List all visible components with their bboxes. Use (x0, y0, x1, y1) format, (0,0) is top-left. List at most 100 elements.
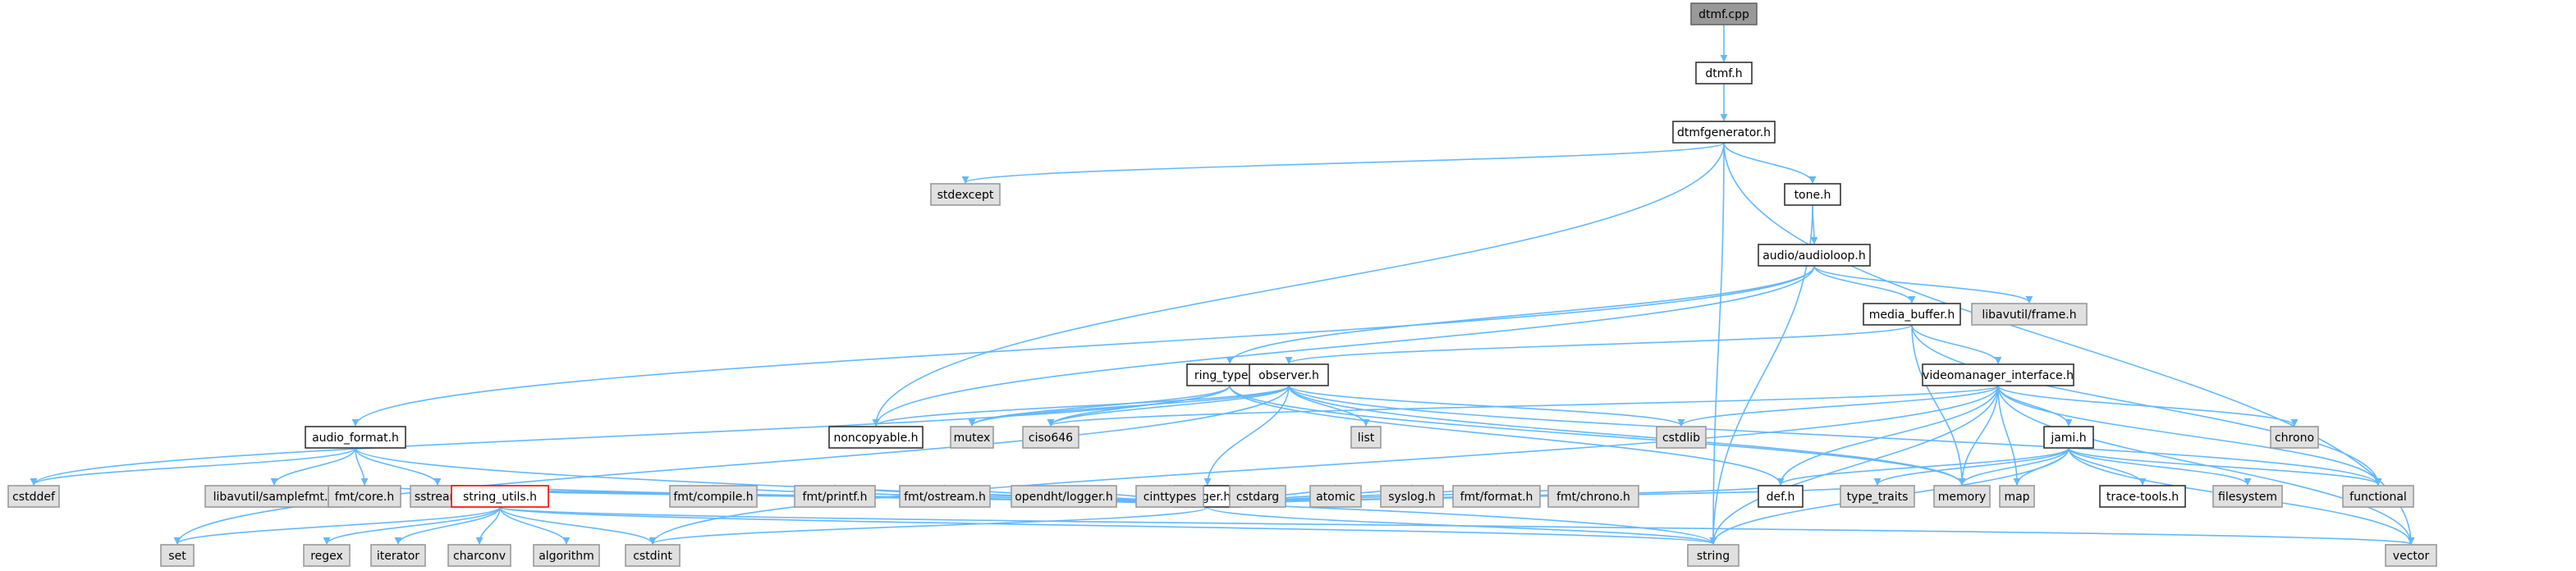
node-label: type_traits (1847, 491, 1909, 504)
node-label: audio_format.h (312, 432, 399, 445)
node-box (303, 544, 351, 567)
edge-observer-h-to-ciso646 (1047, 385, 1290, 427)
node-box (669, 485, 758, 508)
edge-line (1288, 385, 1685, 427)
node-jami-h[interactable]: jami.h (2043, 426, 2094, 449)
edge-line (355, 447, 369, 486)
node-box (1971, 303, 2088, 326)
node-fmt-compile-h: fmt/compile.h (669, 485, 758, 508)
edge-dtmfgenerator-h-to-tone-h (1723, 142, 1817, 184)
node-label: fmt/chrono.h (1556, 491, 1630, 504)
edge-videomanager-interface-h-to-def-h (1776, 385, 1999, 486)
edge-ring-types-h-to-def-h (1229, 385, 1785, 486)
edge-jami-h-to-functional (2068, 447, 2382, 486)
node-label: string (1697, 550, 1730, 563)
node-dtmf-h[interactable]: dtmf.h (1695, 62, 1753, 85)
edge-audioloop-h-to-audio-format-h (351, 265, 1815, 427)
edge-audioloop-h-to-media-buffer-h (1813, 265, 1916, 304)
node-label: fmt/ostream.h (904, 491, 986, 504)
edge-line (2068, 447, 2252, 486)
node-label: list (1358, 432, 1375, 445)
node-box (447, 544, 511, 567)
node-box (533, 544, 600, 567)
node-string-utils-h[interactable]: string_utils.h (451, 485, 549, 508)
node-label: cinttypes (1144, 491, 1197, 504)
edge-line (499, 506, 1717, 545)
node-label: filesystem (2218, 491, 2277, 504)
edge-line (1958, 385, 1999, 486)
node-box (930, 183, 1001, 206)
node-label: functional (2349, 491, 2407, 504)
edge-line (1776, 447, 2070, 486)
node-label: fmt/core.h (335, 491, 394, 504)
edge-line (351, 265, 1815, 427)
edge-line (1285, 324, 1913, 364)
node-box (2043, 426, 2094, 449)
node-box (2385, 544, 2437, 567)
node-label: cstddef (12, 491, 56, 504)
edge-line (1723, 142, 2415, 545)
edge-line (270, 447, 356, 486)
node-media-buffer-h[interactable]: media_buffer.h (1863, 303, 1961, 326)
node-box (950, 426, 994, 449)
node-def-h[interactable]: def.h (1758, 485, 1804, 508)
edge-line (649, 385, 1999, 545)
edge-line (173, 506, 501, 545)
edge-audio-format-h-to-sstream (355, 447, 442, 486)
node-label: mutex (954, 432, 991, 445)
node-tone-h[interactable]: tone.h (1784, 183, 1841, 206)
edge-line (872, 265, 1815, 427)
node-box (2270, 426, 2319, 449)
edge-line (1997, 385, 2382, 486)
node-fmt-chrono-h: fmt/chrono.h (1547, 485, 1639, 508)
edge-audioloop-h-to-noncopyable-h (872, 265, 1815, 427)
edge-audioloop-h-to-ring-types-h (1226, 265, 1815, 364)
edge-line (1723, 142, 1817, 184)
edge-string-utils-h-to-iterator (394, 506, 501, 545)
node-label: string_utils.h (463, 491, 537, 504)
edge-audio-format-h-to-libavutil-samplefmt-h (270, 447, 356, 486)
edge-dtmfgenerator-h-to-vector (1723, 142, 2415, 545)
node-dtmfgenerator-h[interactable]: dtmfgenerator.h (1672, 121, 1776, 144)
node-box (204, 485, 344, 508)
node-label: vector (2393, 550, 2430, 563)
node-label: memory (1938, 491, 1987, 504)
edge-line (1229, 385, 1785, 486)
node-charconv: charconv (447, 544, 511, 567)
edge-ring-types-h-to-memory (1229, 385, 1966, 486)
node-audioloop-h[interactable]: audio/audioloop.h (1758, 244, 1871, 267)
node-box (828, 426, 924, 449)
node-box (1922, 363, 2074, 386)
node-fmt-format-h: fmt/format.h (1452, 485, 1541, 508)
node-box (1249, 363, 1329, 386)
node-box (1690, 2, 1758, 25)
node-label: cstdarg (1236, 491, 1279, 504)
node-noncopyable-h[interactable]: noncopyable.h (828, 426, 924, 449)
node-cstdarg: cstdarg (1229, 485, 1286, 508)
edge-string-utils-h-to-string (499, 506, 1717, 545)
node-box (305, 426, 406, 449)
edge-line (961, 142, 1725, 184)
node-audio-format-h[interactable]: audio_format.h (305, 426, 406, 449)
node-label: fmt/printf.h (803, 491, 868, 504)
edge-line (394, 506, 501, 545)
node-label: media_buffer.h (1869, 308, 1955, 322)
node-set: set (160, 544, 195, 567)
node-syslog-h: syslog.h (1380, 485, 1444, 508)
node-observer-h[interactable]: observer.h (1249, 363, 1329, 386)
node-trace-tools-h[interactable]: trace-tools.h (2099, 485, 2186, 508)
node-label: trace-tools.h (2106, 491, 2179, 504)
node-dtmf-cpp[interactable]: dtmf.cpp (1690, 2, 1758, 25)
node-label: dtmf.cpp (1698, 8, 1749, 21)
edge-line (1958, 447, 2070, 486)
node-label: opendht/logger.h (1015, 491, 1113, 504)
node-label: audio/audioloop.h (1762, 249, 1866, 263)
edge-string-utils-h-to-algorithm (499, 506, 571, 545)
node-label: cstdlib (1662, 432, 1700, 445)
edge-line (872, 142, 1725, 427)
node-videomanager-interface-h[interactable]: videomanager_interface.h (1922, 363, 2074, 386)
node-box (1656, 426, 1707, 449)
node-functional: functional (2342, 485, 2414, 508)
node-atomic: atomic (1309, 485, 1362, 508)
edge-line (173, 385, 1290, 545)
